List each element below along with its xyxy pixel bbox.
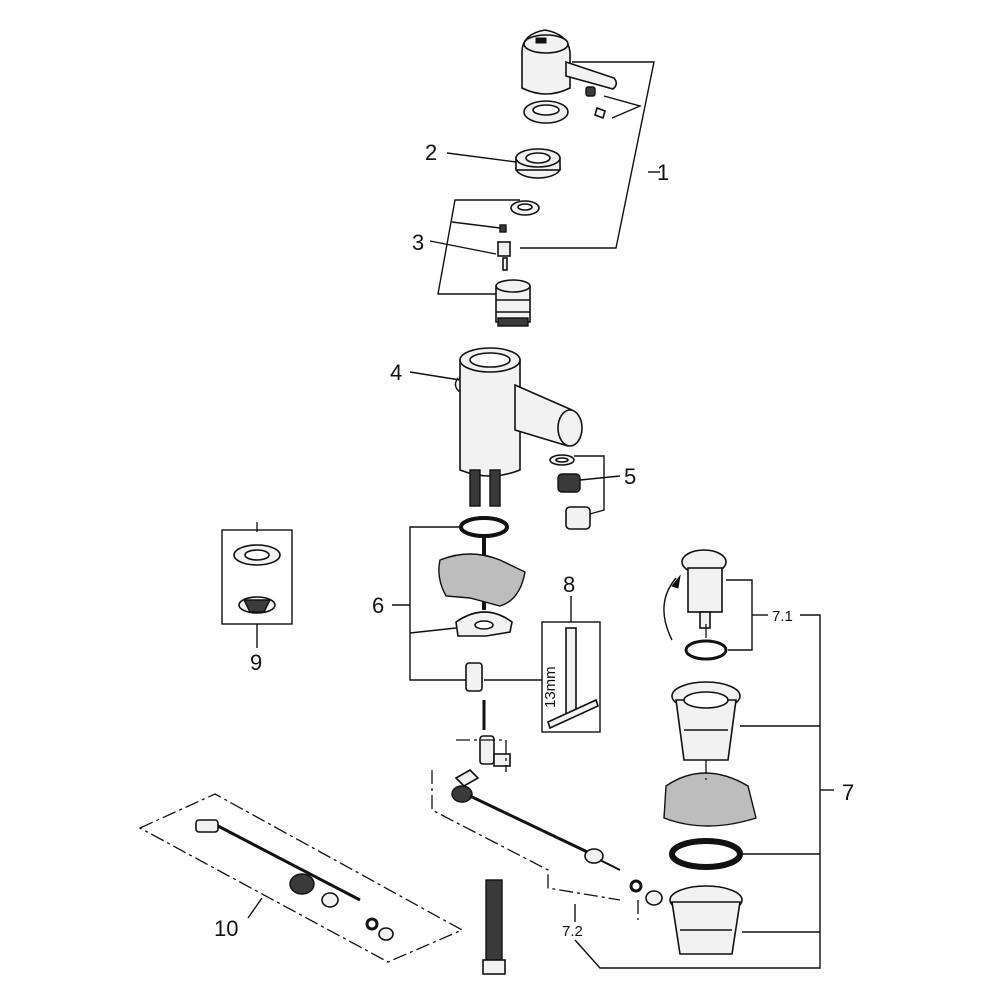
callout-7-2: 7.2: [562, 923, 583, 940]
callout-6: 6: [372, 593, 384, 618]
mixer-body: [454, 347, 583, 507]
cap-nut: [515, 148, 561, 179]
cartridge-assembly: [495, 200, 540, 327]
handle-set-screw: [585, 86, 606, 120]
assembly-tool-box: 13mm: [541, 621, 601, 733]
lever-handle-assembly: [521, 29, 618, 124]
callout-1: 1: [657, 160, 669, 185]
waste-set: [451, 549, 757, 975]
leader-lines: [247, 61, 834, 969]
callout-2: 2: [425, 140, 437, 165]
callout-4: 4: [390, 360, 402, 385]
callout-3: 3: [412, 230, 424, 255]
callout-9: 9: [250, 650, 262, 675]
mounting-set: [438, 516, 526, 730]
tool-dimension-label: 13mm: [542, 666, 559, 708]
callout-7-1: 7.1: [772, 608, 793, 625]
callout-7: 7: [842, 780, 854, 805]
callout-labels: 1 2 3 4 5 6 7 7.1 7.2 8 9 10: [214, 140, 854, 941]
aerator-set: [549, 454, 591, 530]
washer-set-box: [221, 529, 293, 625]
pop-up-rod-set-box: [138, 793, 464, 963]
callout-8: 8: [563, 572, 575, 597]
callout-10: 10: [214, 916, 238, 941]
callout-5: 5: [624, 464, 636, 489]
